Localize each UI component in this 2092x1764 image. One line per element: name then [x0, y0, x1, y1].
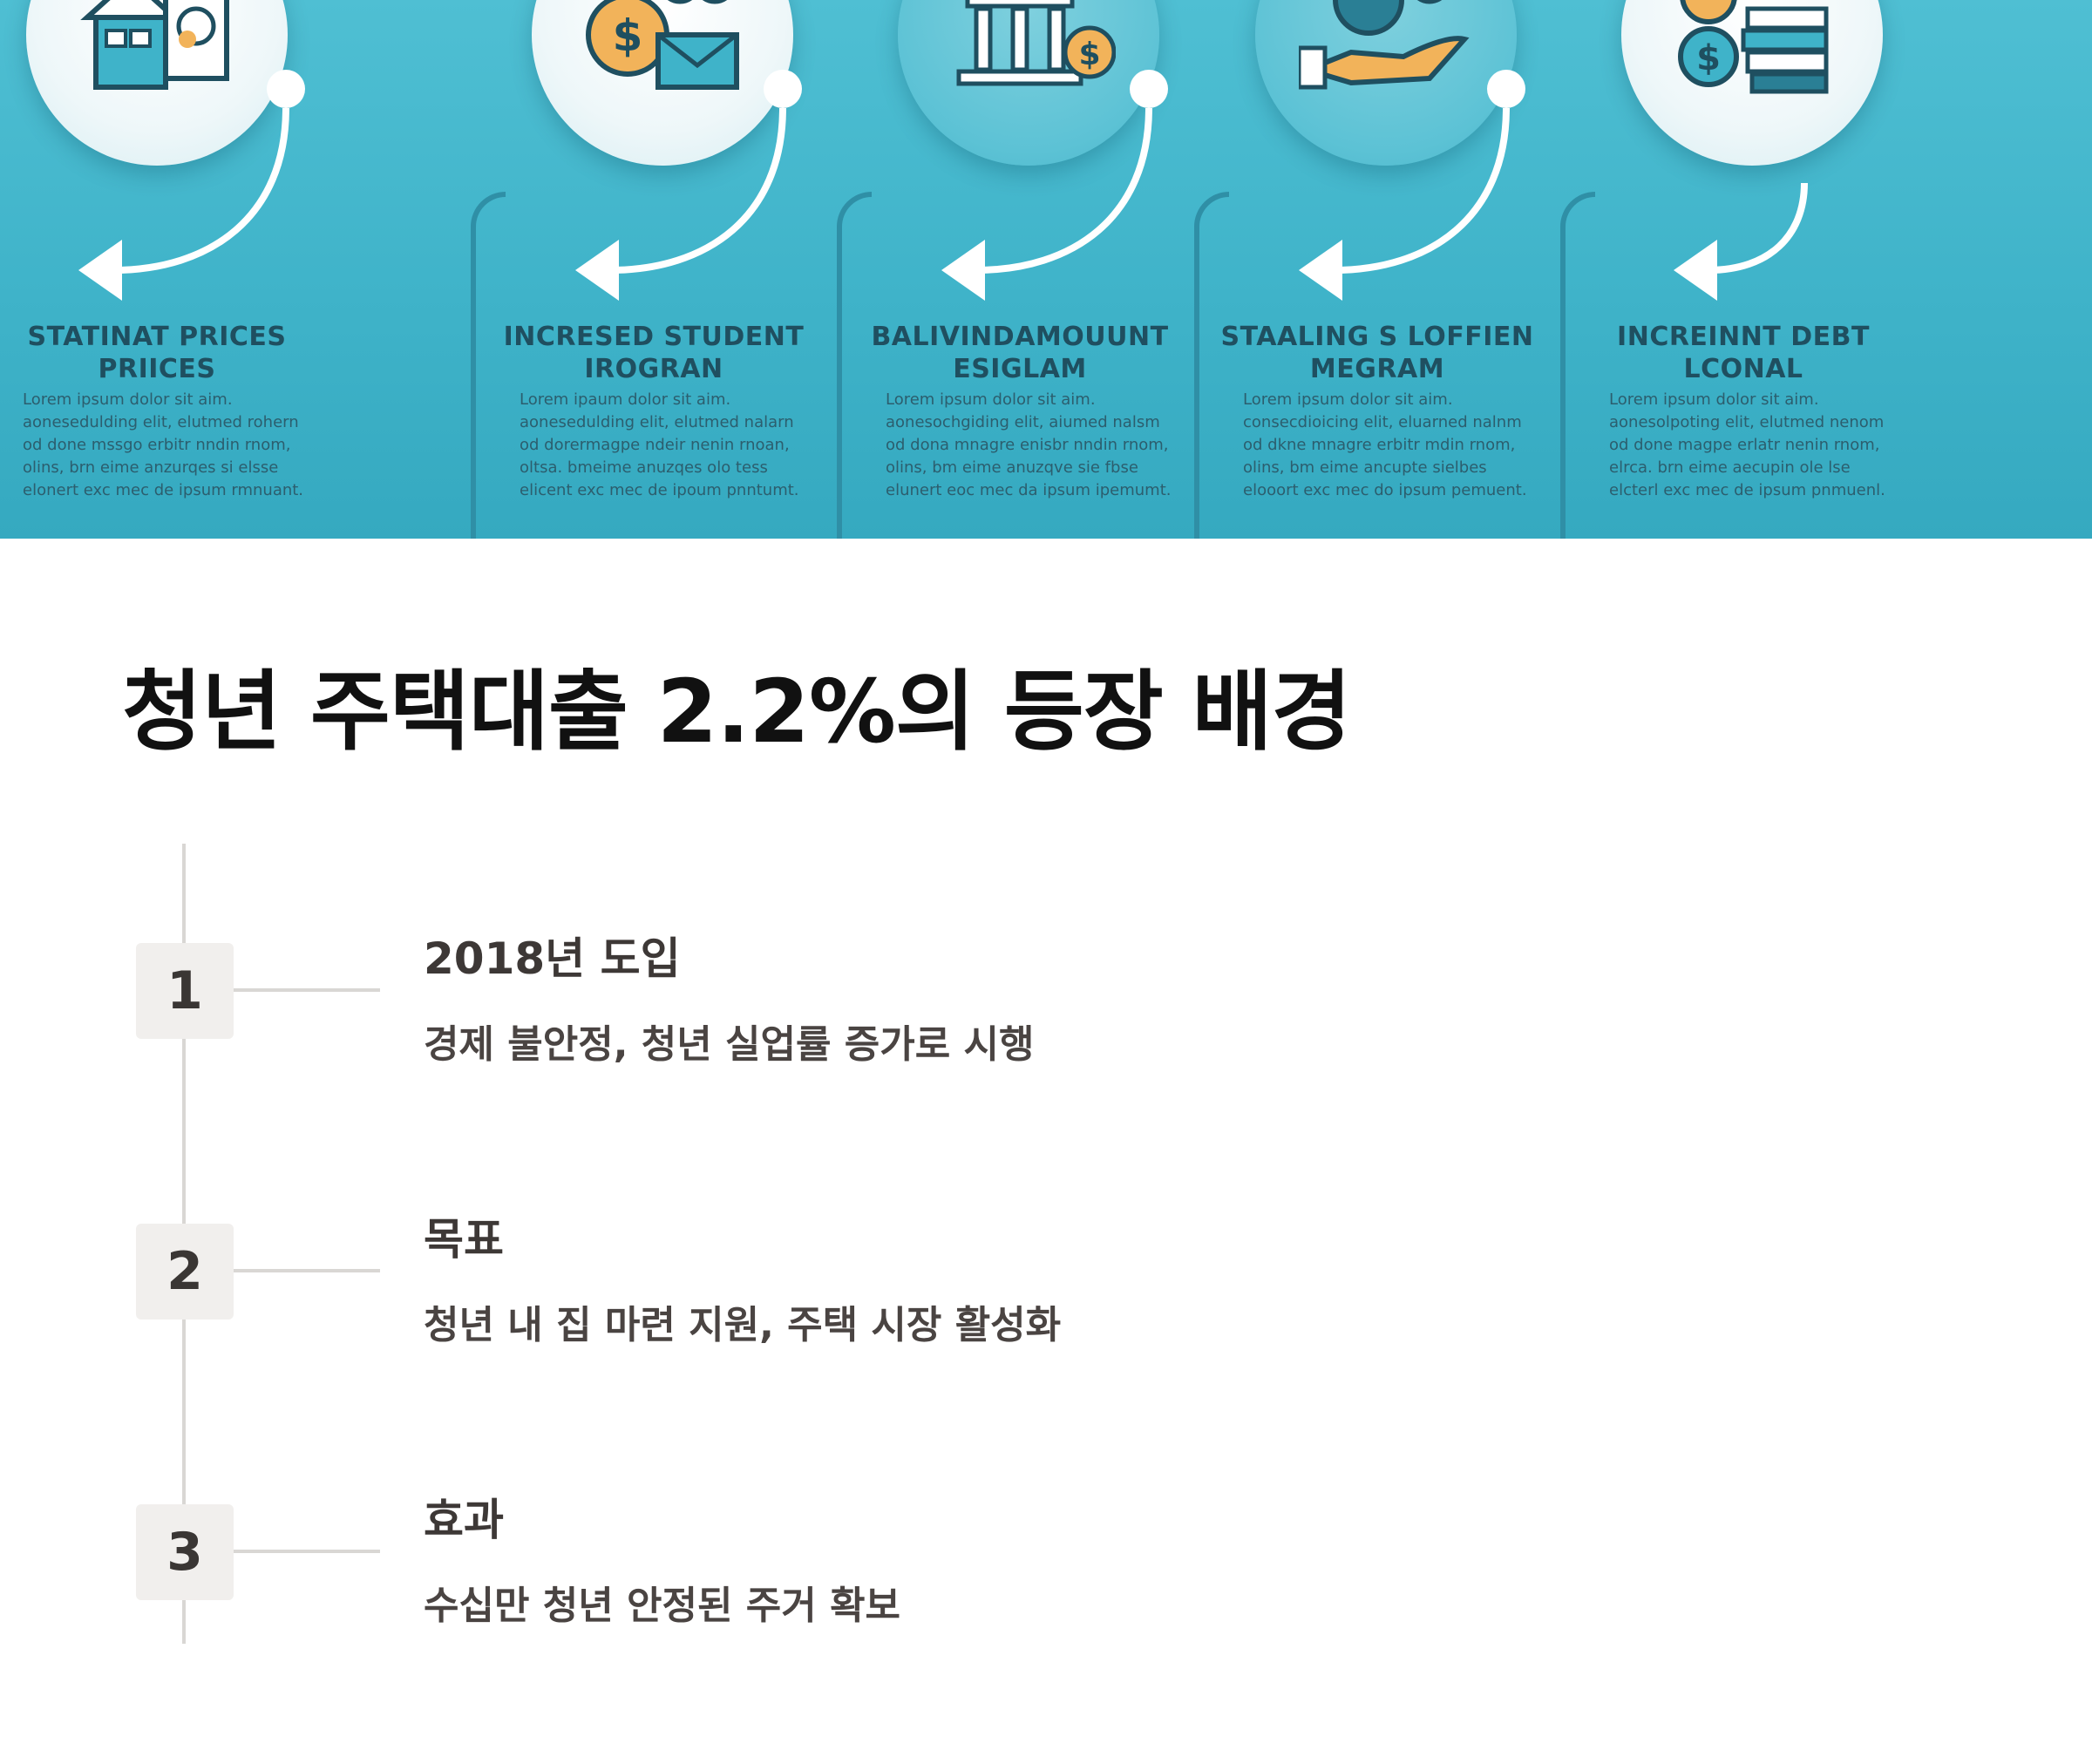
timeline-step-3: 3 효과 수십만 청년 안정된 주거 확보 [0, 1454, 2092, 1628]
step-title: 목표 [424, 1214, 504, 1265]
curved-arrow-icon [575, 70, 802, 301]
infographic-column-5: $ INCREINNT DEBT LCONAL Lorem ipsum dolo… [1560, 0, 1926, 539]
step-description: 경제 불안정, 청년 실업률 증가로 시행 [424, 1022, 1035, 1067]
curved-arrow-icon [941, 70, 1168, 301]
svg-text:$: $ [613, 10, 643, 61]
infographic-column-2: $ INCRESED STUDENT IROGRAN Lorem ipaum d… [471, 0, 837, 539]
column-body: Lorem ipsum dolor sit aim. aonesolpoting… [1609, 390, 1885, 499]
step-description: 수십만 청년 안정된 주거 확보 [424, 1584, 901, 1628]
step-title: 효과 [424, 1495, 504, 1545]
money-bag-icon: $ [532, 0, 793, 166]
page-title: 청년 주택대출 2.2%의 등장 배경 [122, 661, 1352, 763]
step-number-badge: 1 [136, 943, 234, 1039]
column-title: INCREINNT DEBT LCONAL [1617, 322, 1870, 384]
column-body: Lorem ipsum dolor sit aim. consecdioicin… [1243, 390, 1527, 499]
column-title: BALIVINDAMOUUNT ESIGLAM [871, 322, 1169, 384]
column-title: INCRESED STUDENT IROGRAN [503, 322, 805, 384]
infographic-column-1: STATINAT PRICES PRIICES Lorem ipsum dolo… [0, 0, 340, 539]
arrow-left-icon [1674, 182, 1808, 301]
column-title: STATINAT PRICES PRIICES [27, 322, 287, 384]
step-connector [234, 1269, 380, 1272]
timeline-step-2: 2 목표 청년 내 집 마련 지원, 주택 시장 활성화 [0, 1173, 2092, 1347]
infographic-banner: STATINAT PRICES PRIICES Lorem ipsum dolo… [0, 0, 2092, 539]
curved-arrow-icon [1299, 70, 1525, 301]
infographic-column-3: $ BALIVINDAMOUUNT ESIGLAM Lorem ipsum do… [837, 0, 1203, 539]
timeline-step-1: 1 2018년 도입 경제 불안정, 청년 실업률 증가로 시행 [0, 892, 2092, 1067]
step-connector [234, 988, 380, 992]
svg-text:$: $ [1696, 38, 1721, 78]
step-title: 2018년 도입 [424, 933, 681, 984]
column-body: Lorem ipaum dolor sit aim. aonesedulding… [520, 390, 799, 499]
infographic-column-4: STAALING S LOFFIEN MEGRAM Lorem ipsum do… [1194, 0, 1560, 539]
step-connector [234, 1550, 380, 1553]
svg-text:$: $ [1078, 37, 1100, 72]
curved-arrow-icon [78, 70, 305, 301]
step-number-badge: 2 [136, 1224, 234, 1320]
step-description: 청년 내 집 마련 지원, 주택 시장 활성화 [424, 1303, 1062, 1347]
column-body: Lorem ipsum dolor sit aim. aonesochgidin… [886, 390, 1172, 499]
step-number-badge: 3 [136, 1504, 234, 1600]
column-body: Lorem ipsum dolor sit aim. aonesedulding… [23, 390, 304, 499]
column-title: STAALING S LOFFIEN MEGRAM [1220, 322, 1534, 384]
